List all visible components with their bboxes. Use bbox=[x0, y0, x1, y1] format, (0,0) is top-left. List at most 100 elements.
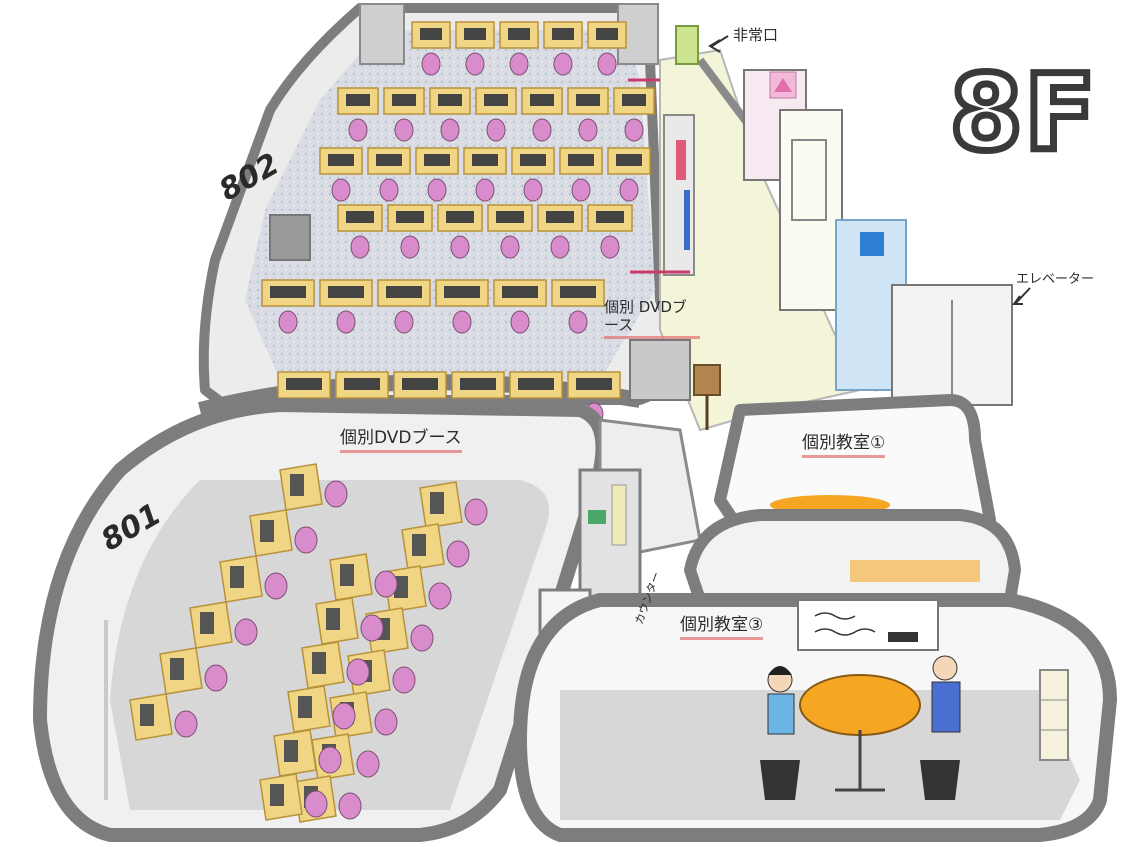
monitor bbox=[446, 211, 474, 223]
desk-rows-802 bbox=[261, 21, 655, 426]
monitor bbox=[472, 154, 498, 166]
exit-door-icon bbox=[675, 25, 699, 65]
monitor bbox=[496, 211, 524, 223]
monitor bbox=[546, 211, 574, 223]
monitor bbox=[508, 28, 530, 40]
chair bbox=[500, 235, 520, 259]
monitor bbox=[530, 94, 554, 106]
monitor bbox=[298, 696, 312, 718]
monitor bbox=[502, 286, 538, 298]
booth-desk bbox=[587, 21, 627, 49]
monitor bbox=[270, 784, 284, 806]
chair bbox=[427, 178, 447, 202]
monitor bbox=[140, 704, 154, 726]
chair bbox=[510, 310, 530, 334]
chair bbox=[464, 498, 488, 526]
monitor bbox=[200, 612, 214, 634]
chair bbox=[452, 310, 472, 334]
chair bbox=[346, 658, 370, 686]
monitor bbox=[290, 474, 304, 496]
monitor bbox=[170, 658, 184, 680]
chair bbox=[532, 118, 552, 142]
chair bbox=[304, 790, 328, 818]
chair bbox=[410, 624, 434, 652]
chair bbox=[264, 572, 288, 600]
chair bbox=[600, 235, 620, 259]
chair bbox=[428, 582, 452, 610]
chair bbox=[392, 666, 416, 694]
chair bbox=[348, 118, 368, 142]
monitor bbox=[312, 652, 326, 674]
chair bbox=[394, 310, 414, 334]
classroom-1-label: 個別教室① bbox=[802, 428, 886, 458]
monitor bbox=[328, 154, 354, 166]
chair bbox=[360, 614, 384, 642]
chair bbox=[332, 702, 356, 730]
monitor bbox=[464, 28, 486, 40]
chair bbox=[465, 52, 485, 76]
monitor bbox=[344, 378, 380, 390]
chair bbox=[350, 235, 370, 259]
chair bbox=[421, 52, 441, 76]
dvd-booth-802-label: 個別 DVDブース bbox=[604, 298, 700, 339]
chair bbox=[394, 118, 414, 142]
monitor bbox=[616, 154, 642, 166]
monitor bbox=[346, 211, 374, 223]
chair bbox=[374, 708, 398, 736]
monitor bbox=[386, 286, 422, 298]
dvd-booth-801-label: 個別DVDブース bbox=[340, 423, 462, 453]
monitor bbox=[260, 520, 274, 542]
chair bbox=[440, 118, 460, 142]
chair bbox=[509, 52, 529, 76]
monitor bbox=[430, 492, 444, 514]
monitor bbox=[576, 378, 612, 390]
chair bbox=[475, 178, 495, 202]
monitor bbox=[230, 566, 244, 588]
chair bbox=[331, 178, 351, 202]
monitor bbox=[520, 154, 546, 166]
chair bbox=[571, 178, 591, 202]
chair bbox=[446, 540, 470, 568]
monitor bbox=[284, 740, 298, 762]
chair bbox=[553, 52, 573, 76]
monitor bbox=[328, 286, 364, 298]
monitor bbox=[420, 28, 442, 40]
monitor bbox=[518, 378, 554, 390]
monitor bbox=[396, 211, 424, 223]
chair bbox=[336, 310, 356, 334]
chair bbox=[379, 178, 399, 202]
monitor bbox=[402, 378, 438, 390]
monitor bbox=[560, 286, 596, 298]
booth-desk bbox=[463, 147, 507, 175]
chair bbox=[338, 792, 362, 820]
chair bbox=[174, 710, 198, 738]
monitor bbox=[270, 286, 306, 298]
monitor bbox=[596, 211, 624, 223]
chair bbox=[486, 118, 506, 142]
emergency-exit-label: 非常口 bbox=[733, 26, 779, 44]
monitor bbox=[392, 94, 416, 106]
monitor bbox=[412, 534, 426, 556]
classroom-2 bbox=[684, 509, 1021, 606]
chair bbox=[278, 310, 298, 334]
monitor bbox=[340, 564, 354, 586]
desk-rows-801 bbox=[129, 463, 488, 823]
monitor bbox=[460, 378, 496, 390]
chair bbox=[204, 664, 228, 692]
classroom-3 bbox=[513, 593, 1117, 842]
elevator-label: エレベーター bbox=[1016, 272, 1095, 287]
monitor bbox=[438, 94, 462, 106]
booth-desk bbox=[567, 87, 609, 115]
monitor bbox=[576, 94, 600, 106]
chair bbox=[294, 526, 318, 554]
monitor bbox=[622, 94, 646, 106]
booth-desk bbox=[537, 204, 583, 232]
chair bbox=[550, 235, 570, 259]
monitor bbox=[596, 28, 618, 40]
monitor bbox=[286, 378, 322, 390]
chair bbox=[356, 750, 380, 778]
monitor bbox=[424, 154, 450, 166]
chair bbox=[374, 570, 398, 598]
